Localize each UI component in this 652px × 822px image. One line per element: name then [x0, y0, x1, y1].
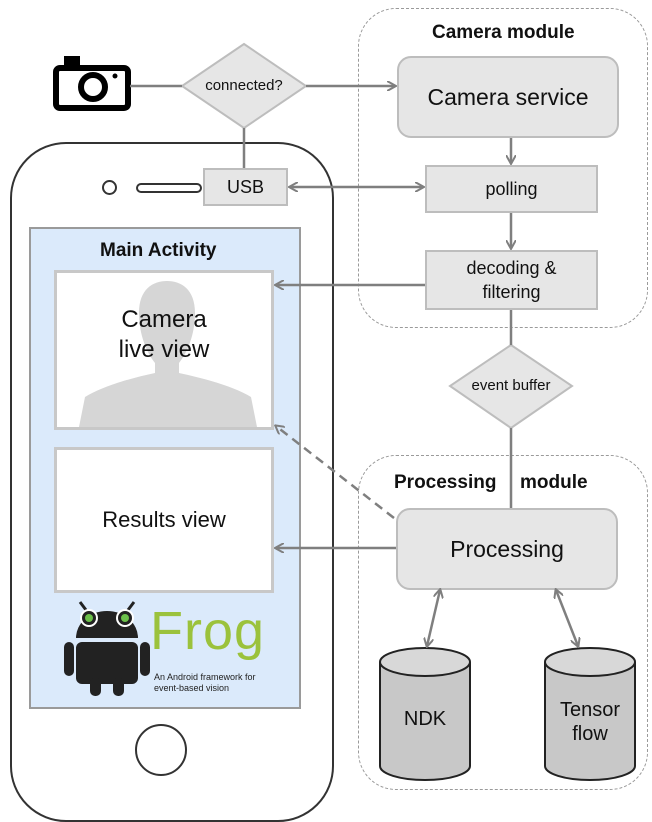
tensorflow-label: Tensor flow — [559, 699, 621, 745]
usb-label: USB — [226, 176, 264, 197]
polling-box: polling — [425, 165, 598, 213]
ndk-cylinder — [379, 647, 471, 781]
camera-icon — [53, 56, 131, 111]
polling-label: polling — [485, 178, 538, 199]
android-robot-logo — [64, 601, 150, 696]
camera-live-view: Camera live view — [54, 270, 274, 430]
processing-box: Processing — [396, 508, 618, 590]
usb-box: USB — [203, 168, 288, 206]
phone-camera-dot — [102, 180, 117, 195]
camera-service-box: Camera service — [397, 56, 619, 138]
processing-label: Processing — [450, 535, 564, 562]
results-view: Results view — [54, 447, 274, 593]
event-buffer-label: event buffer — [471, 377, 551, 394]
processing-module-container — [358, 455, 648, 790]
connection-decision-label: connected? — [205, 77, 283, 94]
main-activity-title: Main Activity — [100, 240, 217, 261]
person-silhouette-icon — [79, 281, 257, 427]
phone-speaker — [136, 183, 202, 193]
camera-live-view-label: Camera live view — [118, 306, 210, 363]
processing-module-title-left: Processing — [394, 472, 497, 493]
results-view-label: Results view — [102, 507, 226, 532]
frog-logo-name: Frog — [150, 601, 266, 661]
decoding-filtering-box: decoding & filtering — [425, 250, 598, 310]
tensorflow-cylinder — [544, 647, 636, 781]
phone-home-button[interactable] — [135, 724, 187, 776]
processing-module-title-right: module — [520, 472, 588, 493]
decoding-filtering-label: decoding & filtering — [466, 258, 557, 302]
flow-connectors — [130, 0, 652, 792]
frog-logo-tagline: An Android framework for event-based vis… — [154, 672, 256, 693]
camera-service-label: Camera service — [427, 83, 589, 110]
camera-module-title: Camera module — [432, 22, 575, 43]
camera-module-container — [358, 8, 648, 328]
ndk-label: NDK — [403, 708, 447, 730]
